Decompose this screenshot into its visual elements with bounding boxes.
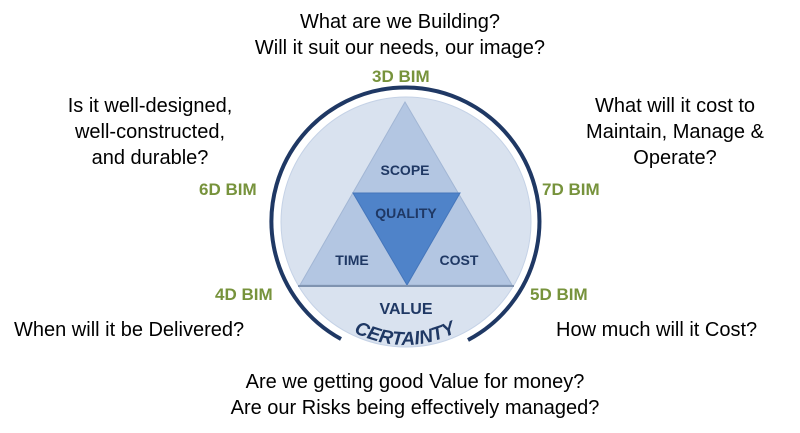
question-line: Are we getting good Value for money? xyxy=(245,371,585,393)
question-line: and durable? xyxy=(91,147,209,169)
time-label: TIME xyxy=(335,252,368,268)
question-right: How much will it Cost? xyxy=(556,319,758,341)
certainty-ring xyxy=(269,85,542,342)
question-line: What are we Building? xyxy=(299,11,501,33)
question-line: Operate? xyxy=(633,147,717,169)
question-left: When will it be Delivered? xyxy=(14,319,245,341)
question-line: well-constructed, xyxy=(74,121,226,143)
bim-5d-label: 5D BIM xyxy=(530,285,588,304)
scope-label: SCOPE xyxy=(380,162,429,178)
question-top-right: What will it cost to Maintain, Manage & … xyxy=(555,93,795,171)
question-line: What will it cost to xyxy=(594,95,756,117)
question-top-left: Is it well-designed, well-constructed, a… xyxy=(30,93,270,171)
question-top: What are we Building? Will it suit our n… xyxy=(0,9,800,61)
question-line: Maintain, Manage & xyxy=(586,121,764,143)
value-label: VALUE xyxy=(379,301,432,318)
quality-label: QUALITY xyxy=(375,205,437,221)
bim-7d-label: 7D BIM xyxy=(542,180,600,199)
question-bottom: Are we getting good Value for money? Are… xyxy=(0,369,800,421)
question-line: Is it well-designed, xyxy=(67,95,233,117)
question-line: Are our Risks being effectively managed? xyxy=(230,397,600,419)
bim-3d-label: 3D BIM xyxy=(372,67,430,86)
cost-label: COST xyxy=(440,252,479,268)
bim-4d-label: 4D BIM xyxy=(215,285,273,304)
bim-6d-label: 6D BIM xyxy=(199,180,257,199)
question-line: Will it suit our needs, our image? xyxy=(254,37,546,59)
quality-triangle xyxy=(352,192,461,286)
